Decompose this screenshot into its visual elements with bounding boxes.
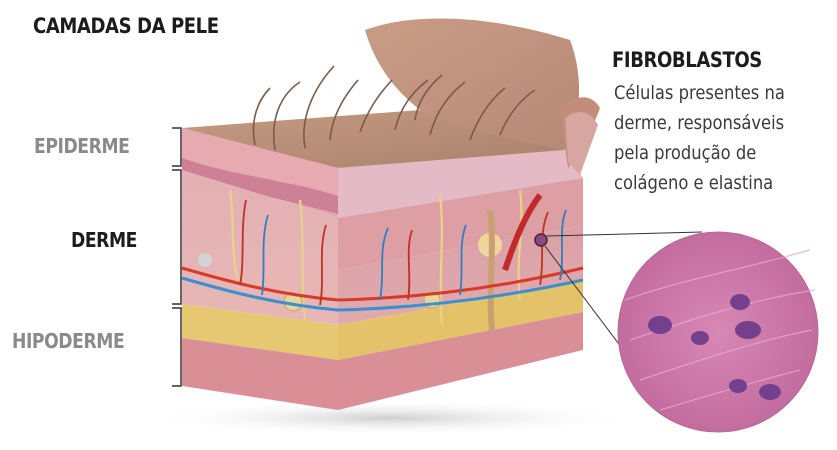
left-face (182, 128, 338, 410)
fibroblastos-line: colágeno e elastina (614, 168, 837, 198)
fibroblastos-line: Células presentes na (614, 78, 837, 108)
hair-follicle (490, 210, 492, 330)
label-derme: DERME (71, 228, 137, 252)
diagram-title: CAMADAS DA PELE (33, 14, 219, 38)
fibroblastos-title: FIBROBLASTOS (612, 48, 762, 72)
derme-bracket (172, 170, 181, 304)
hipoderme-bracket (172, 308, 181, 386)
label-hipoderme: HIPODERME (12, 329, 124, 353)
fibroblast-marker (535, 234, 547, 246)
floor-shadow (140, 400, 640, 436)
label-epiderme: EPIDERME (34, 134, 129, 158)
layer-brackets (172, 128, 181, 386)
epiderme-bracket (172, 128, 181, 166)
fibroblastos-description: Células presentes na derme, responsáveis… (614, 78, 837, 198)
fibroblastos-line: pela produção de (614, 138, 837, 168)
fibroblastos-line: derme, responsáveis (614, 108, 837, 138)
fibroblast-micrograph (618, 232, 818, 432)
